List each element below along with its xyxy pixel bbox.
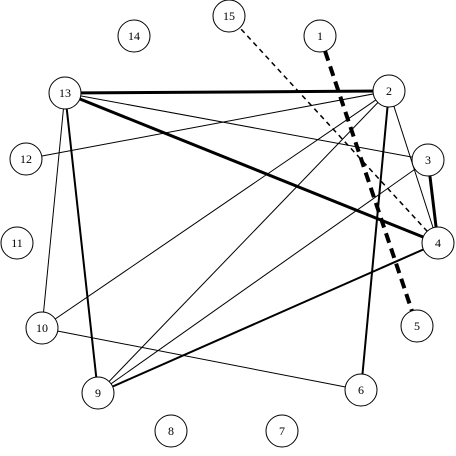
node-label: 3 xyxy=(425,153,431,167)
node-label: 6 xyxy=(358,383,364,397)
node-label: 4 xyxy=(435,236,441,250)
node-circle xyxy=(400,309,434,343)
node-circle xyxy=(265,414,299,448)
edge-13-9 xyxy=(64,92,99,394)
node-label: 11 xyxy=(11,236,23,250)
node-circle xyxy=(9,142,43,176)
node-13: 13 xyxy=(48,76,82,110)
node-10: 10 xyxy=(25,311,59,345)
edge-13-4 xyxy=(64,91,439,245)
node-11: 11 xyxy=(0,226,34,260)
node-circle xyxy=(411,143,445,177)
node-circle xyxy=(421,226,455,260)
node-5: 5 xyxy=(400,309,434,343)
node-circle xyxy=(154,414,188,448)
node-label: 15 xyxy=(223,9,235,23)
node-circle xyxy=(0,226,34,260)
node-circle xyxy=(212,0,246,33)
node-8: 8 xyxy=(154,414,188,448)
edge-13-2 xyxy=(64,89,390,95)
edge-2-9 xyxy=(97,90,390,394)
node-label: 7 xyxy=(279,424,285,438)
node-label: 14 xyxy=(128,29,140,43)
node-2: 2 xyxy=(372,74,406,108)
node-circle xyxy=(117,19,151,53)
edge-1-5 xyxy=(318,35,419,327)
edge-13-10 xyxy=(41,92,66,329)
node-label: 8 xyxy=(168,424,174,438)
edge-12-2 xyxy=(25,90,390,160)
edge-layer xyxy=(25,15,440,394)
edge-13-3 xyxy=(64,92,429,161)
node-6: 6 xyxy=(344,373,378,407)
node-label: 13 xyxy=(59,86,71,100)
node-circle xyxy=(303,19,337,53)
node-label: 1 xyxy=(317,29,323,43)
node-circle xyxy=(48,76,82,110)
node-label: 10 xyxy=(36,321,48,335)
node-circle xyxy=(25,311,59,345)
edge-10-6 xyxy=(41,327,362,391)
node-7: 7 xyxy=(265,414,299,448)
node-label: 12 xyxy=(20,152,32,166)
node-label: 9 xyxy=(95,386,101,400)
node-3: 3 xyxy=(411,143,445,177)
node-label: 2 xyxy=(386,84,392,98)
node-1: 1 xyxy=(303,19,337,53)
edge-4-9 xyxy=(97,242,439,394)
edge-2-10 xyxy=(41,90,390,329)
node-14: 14 xyxy=(117,19,151,53)
edge-2-6 xyxy=(360,90,390,391)
node-circle xyxy=(372,74,406,108)
node-9: 9 xyxy=(81,376,115,410)
node-label: 5 xyxy=(414,319,420,333)
node-circle xyxy=(344,373,378,407)
edge-15-4 xyxy=(228,15,439,244)
node-12: 12 xyxy=(9,142,43,176)
node-4: 4 xyxy=(421,226,455,260)
node-15: 15 xyxy=(212,0,246,33)
node-circle xyxy=(81,376,115,410)
edge-3-9 xyxy=(97,159,429,394)
